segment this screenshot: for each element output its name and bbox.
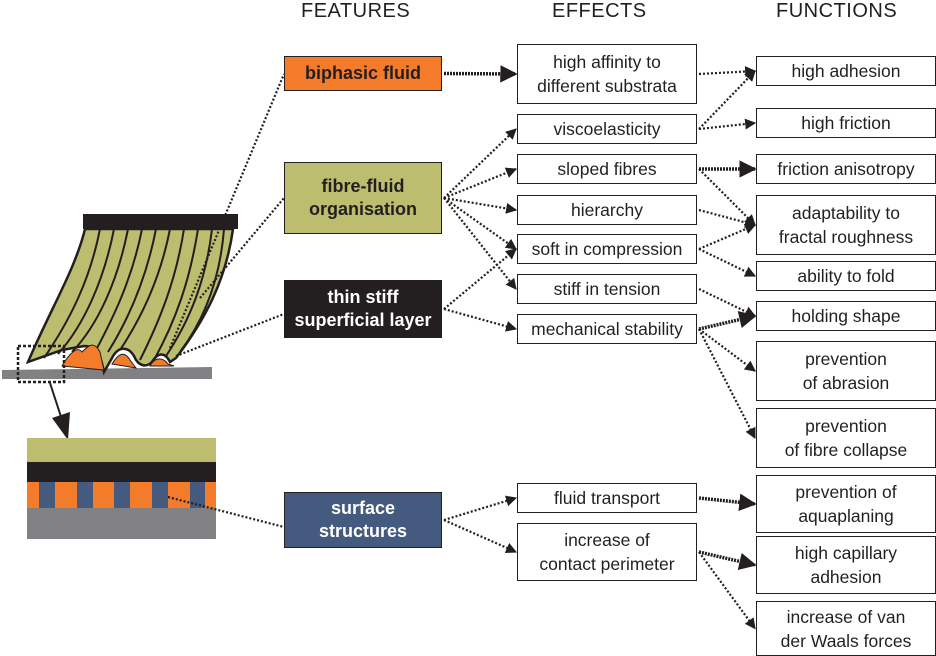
substrate (2, 367, 212, 379)
function-label: increase of van der Waals forces (780, 606, 912, 651)
effect-box-affinity: high affinity to different substrata (517, 44, 697, 104)
function-box-adh: high adhesion (756, 56, 936, 86)
link-arrow-fluid-to-aqua (698, 493, 757, 512)
effect-label: hierarchy (571, 200, 643, 220)
effect-label: mechanical stability (531, 319, 683, 339)
function-box-cap: high capillary adhesion (756, 536, 936, 594)
header-effects: EFFECTS (552, 0, 647, 22)
effect-box-mech: mechanical stability (517, 314, 697, 344)
effect-box-stiff: stiff in tension (517, 274, 697, 304)
link-arrow-thin-to-soft (443, 248, 517, 310)
effect-box-perim: increase of contact perimeter (517, 523, 697, 581)
function-label: adaptability to fractal roughness (778, 203, 914, 247)
function-box-fric: high friction (756, 108, 936, 138)
effect-box-visco: viscoelasticity (517, 114, 697, 144)
feature-box-surface: surface structures (284, 492, 442, 548)
link-arrow-surface-to-fluid (443, 495, 518, 522)
guide-line-thin (175, 312, 285, 358)
link-arrow-mech-to-coll (698, 328, 756, 439)
effect-label: soft in compression (531, 239, 683, 259)
link-arrow-fibre-to-visco (443, 128, 517, 199)
header-functions: FUNCTIONS (776, 0, 898, 22)
function-label: high adhesion (791, 61, 901, 81)
function-box-adapt: adaptability to fractal roughness (756, 195, 936, 255)
function-label: high capillary adhesion (794, 543, 898, 587)
feature-label: biphasic fluid (304, 63, 421, 83)
link-arrow-fibre-to-soft (443, 197, 517, 250)
link-arrow-visco-to-fric (698, 118, 757, 131)
feature-label: surface structures (318, 498, 408, 541)
feature-box-biphasic: biphasic fluid (284, 56, 442, 91)
function-label: prevention of aquaplaning (795, 482, 897, 526)
feature-label: fibre-fluid organisation (308, 176, 417, 219)
function-label: prevention of abrasion (802, 349, 890, 393)
function-box-abr: prevention of abrasion (756, 341, 936, 401)
function-box-vdw: increase of van der Waals forces (756, 601, 936, 656)
surface-structures-layer (39, 482, 205, 508)
effect-box-sloped: sloped fibres (517, 154, 697, 184)
link-arrow-affinity-to-adh (698, 66, 757, 78)
effect-box-soft: soft in compression (517, 234, 697, 264)
link-arrow-soft-to-adapt (698, 223, 757, 251)
effect-box-hier: hierarchy (517, 195, 697, 225)
effect-label: increase of contact perimeter (539, 530, 675, 574)
link-arrow-fibre-to-hier (443, 196, 518, 214)
link-arrow-visco-to-adh (698, 70, 756, 130)
guide-line-fibre (199, 197, 285, 299)
header-features: FEATURES (301, 0, 411, 22)
link-arrow-fibre-to-stiff (443, 197, 517, 290)
feature-box-thin: thin stiff superficial layer (284, 280, 442, 338)
effect-label: fluid transport (553, 488, 661, 508)
effect-label: stiff in tension (553, 279, 661, 299)
function-label: high friction (801, 113, 891, 133)
link-arrow-mech-to-abr (698, 328, 756, 372)
effect-label: sloped fibres (557, 159, 657, 179)
link-arrow-biphasic-to-affinity (443, 65, 518, 83)
link-arrow-mech-to-hold (698, 311, 757, 331)
layer-substrate (27, 508, 216, 539)
feature-label: thin stiff superficial layer (294, 287, 432, 330)
link-arrow-hier-to-adapt (698, 208, 757, 228)
link-arrow-surface-to-perim (443, 518, 518, 554)
effect-label: high affinity to different substrata (537, 52, 677, 96)
link-arrow-soft-to-fold (698, 248, 756, 277)
function-box-aniso: friction anisotropy (756, 154, 936, 184)
link-arrow-sloped-to-adapt (698, 168, 756, 226)
fibre-lines (43, 228, 225, 361)
effect-label: viscoelasticity (553, 119, 661, 139)
function-label: prevention of fibre collapse (784, 416, 908, 460)
layer-thin-stiff (27, 462, 216, 482)
function-label: friction anisotropy (777, 159, 915, 179)
backing-plate (83, 214, 238, 229)
function-box-fold: ability to fold (756, 261, 936, 291)
effect-box-fluid: fluid transport (517, 483, 697, 513)
function-label: holding shape (791, 306, 901, 326)
biphasic-fluid (61, 344, 175, 371)
link-arrow-thin-to-mech (443, 307, 518, 332)
link-arrow-perim-to-cap (698, 550, 757, 570)
function-box-hold: holding shape (756, 301, 936, 331)
link-arrow-stiff-to-hold (698, 288, 756, 317)
layer-fibre (27, 438, 216, 462)
zoom-arrowhead (52, 412, 70, 440)
function-box-aqua: prevention of aquaplaning (756, 475, 936, 533)
link-arrow-fibre-to-sloped (443, 167, 518, 200)
feature-box-fibre: fibre-fluid organisation (284, 162, 442, 234)
zoom-frame (16, 344, 66, 384)
guide-line-surface (167, 495, 285, 529)
function-box-coll: prevention of fibre collapse (756, 408, 936, 468)
function-label: ability to fold (797, 266, 895, 286)
guide-line-biphasic (168, 73, 286, 349)
